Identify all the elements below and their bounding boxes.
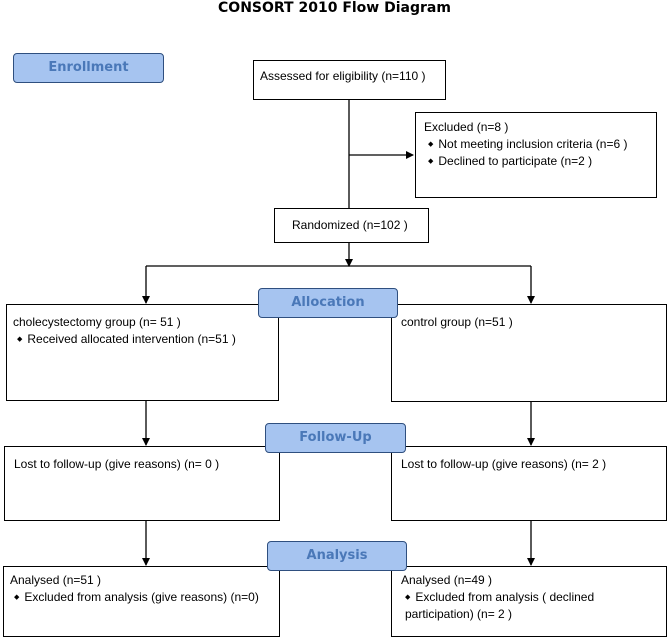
diagram-title: CONSORT 2010 Flow Diagram (218, 0, 451, 16)
stage-analysis: Analysis (267, 541, 407, 571)
right-analysis-item: Excluded from analysis ( declined partic… (401, 589, 660, 623)
right-followup-label: Lost to follow-up (give reasons) (n= 2 ) (401, 457, 607, 471)
stage-follow-up-label: Follow-Up (299, 430, 372, 445)
stage-allocation-label: Allocation (291, 295, 365, 310)
right-analysis-header: Analysed (n=49 ) (401, 573, 493, 587)
left-analysis-item: Excluded from analysis (give reasons) (n… (10, 589, 273, 606)
randomized-label: Randomized (n=102 ) (292, 218, 408, 232)
stage-enrollment-label: Enrollment (48, 60, 129, 75)
left-allocation-item: Received allocated intervention (n=51 ) (13, 331, 272, 348)
assessed-label: Assessed for eligibility (n=110 ) (260, 69, 426, 83)
excluded-item: Not meeting inclusion criteria (n=6 ) (424, 136, 650, 153)
excluded-item: Declined to participate (n=2 ) (424, 153, 650, 170)
left-followup-box: Lost to follow-up (give reasons) (n= 0 ) (4, 446, 280, 521)
right-followup-box: Lost to follow-up (give reasons) (n= 2 ) (391, 446, 667, 521)
assessed-box: Assessed for eligibility (n=110 ) (253, 60, 446, 100)
randomized-box: Randomized (n=102 ) (274, 208, 429, 243)
right-analysis-box: Analysed (n=49 ) Excluded from analysis … (391, 566, 667, 637)
stage-enrollment: Enrollment (13, 53, 164, 83)
left-analysis-box: Analysed (n=51 ) Excluded from analysis … (3, 566, 280, 637)
stage-follow-up: Follow-Up (265, 423, 406, 453)
left-followup-label: Lost to follow-up (give reasons) (n= 0 ) (14, 457, 220, 471)
left-allocation-box: cholecystectomy group (n= 51 ) Received … (6, 304, 279, 401)
stage-allocation: Allocation (258, 288, 398, 318)
right-allocation-header: control group (n=51 ) (401, 315, 513, 329)
excluded-box: Excluded (n=8 ) Not meeting inclusion cr… (415, 112, 657, 198)
left-allocation-header: cholecystectomy group (n= 51 ) (13, 315, 181, 329)
stage-analysis-label: Analysis (306, 548, 368, 563)
left-analysis-header: Analysed (n=51 ) (10, 573, 102, 587)
excluded-header: Excluded (n=8 ) (424, 120, 509, 134)
right-allocation-box: control group (n=51 ) (391, 304, 667, 402)
